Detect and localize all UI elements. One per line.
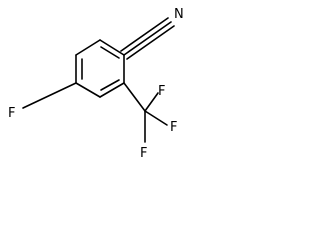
ring-bond-c3-c4 (99, 82, 125, 98)
benzene-ring (75, 39, 125, 98)
ring-f-bond (22, 82, 77, 109)
atom-label-f-cf3-bottom: F (140, 146, 147, 158)
atom-label-f-cf3-top: F (158, 84, 165, 99)
cf3-f-right-bond (144, 110, 168, 126)
nitrile-group: N (120, 7, 184, 60)
ring-bond-c4-c5 (75, 82, 101, 98)
atom-label-n: N (174, 7, 184, 22)
cf3-f-top-bond (144, 92, 159, 112)
nitrile-bond-c (126, 25, 175, 60)
nitrile-bond-a (123, 21, 172, 56)
ring-double-bond-c3-c4 (100, 79, 120, 91)
ring-bond-c6-c1 (75, 39, 101, 56)
nitrile-bond-b (120, 17, 169, 52)
ring-double-bond-c1-c2 (100, 46, 120, 59)
trifluoromethyl-group: F F F (123, 82, 177, 158)
atom-label-f-cf3-right: F (170, 120, 177, 135)
cf3-central-bond (123, 82, 146, 112)
atom-label-f-ring: F (8, 106, 15, 121)
ring-bond-c1-c2 (99, 39, 125, 56)
structure-diagram: N F F F F (8, 7, 184, 158)
ring-fluorine-group: F (8, 82, 77, 121)
